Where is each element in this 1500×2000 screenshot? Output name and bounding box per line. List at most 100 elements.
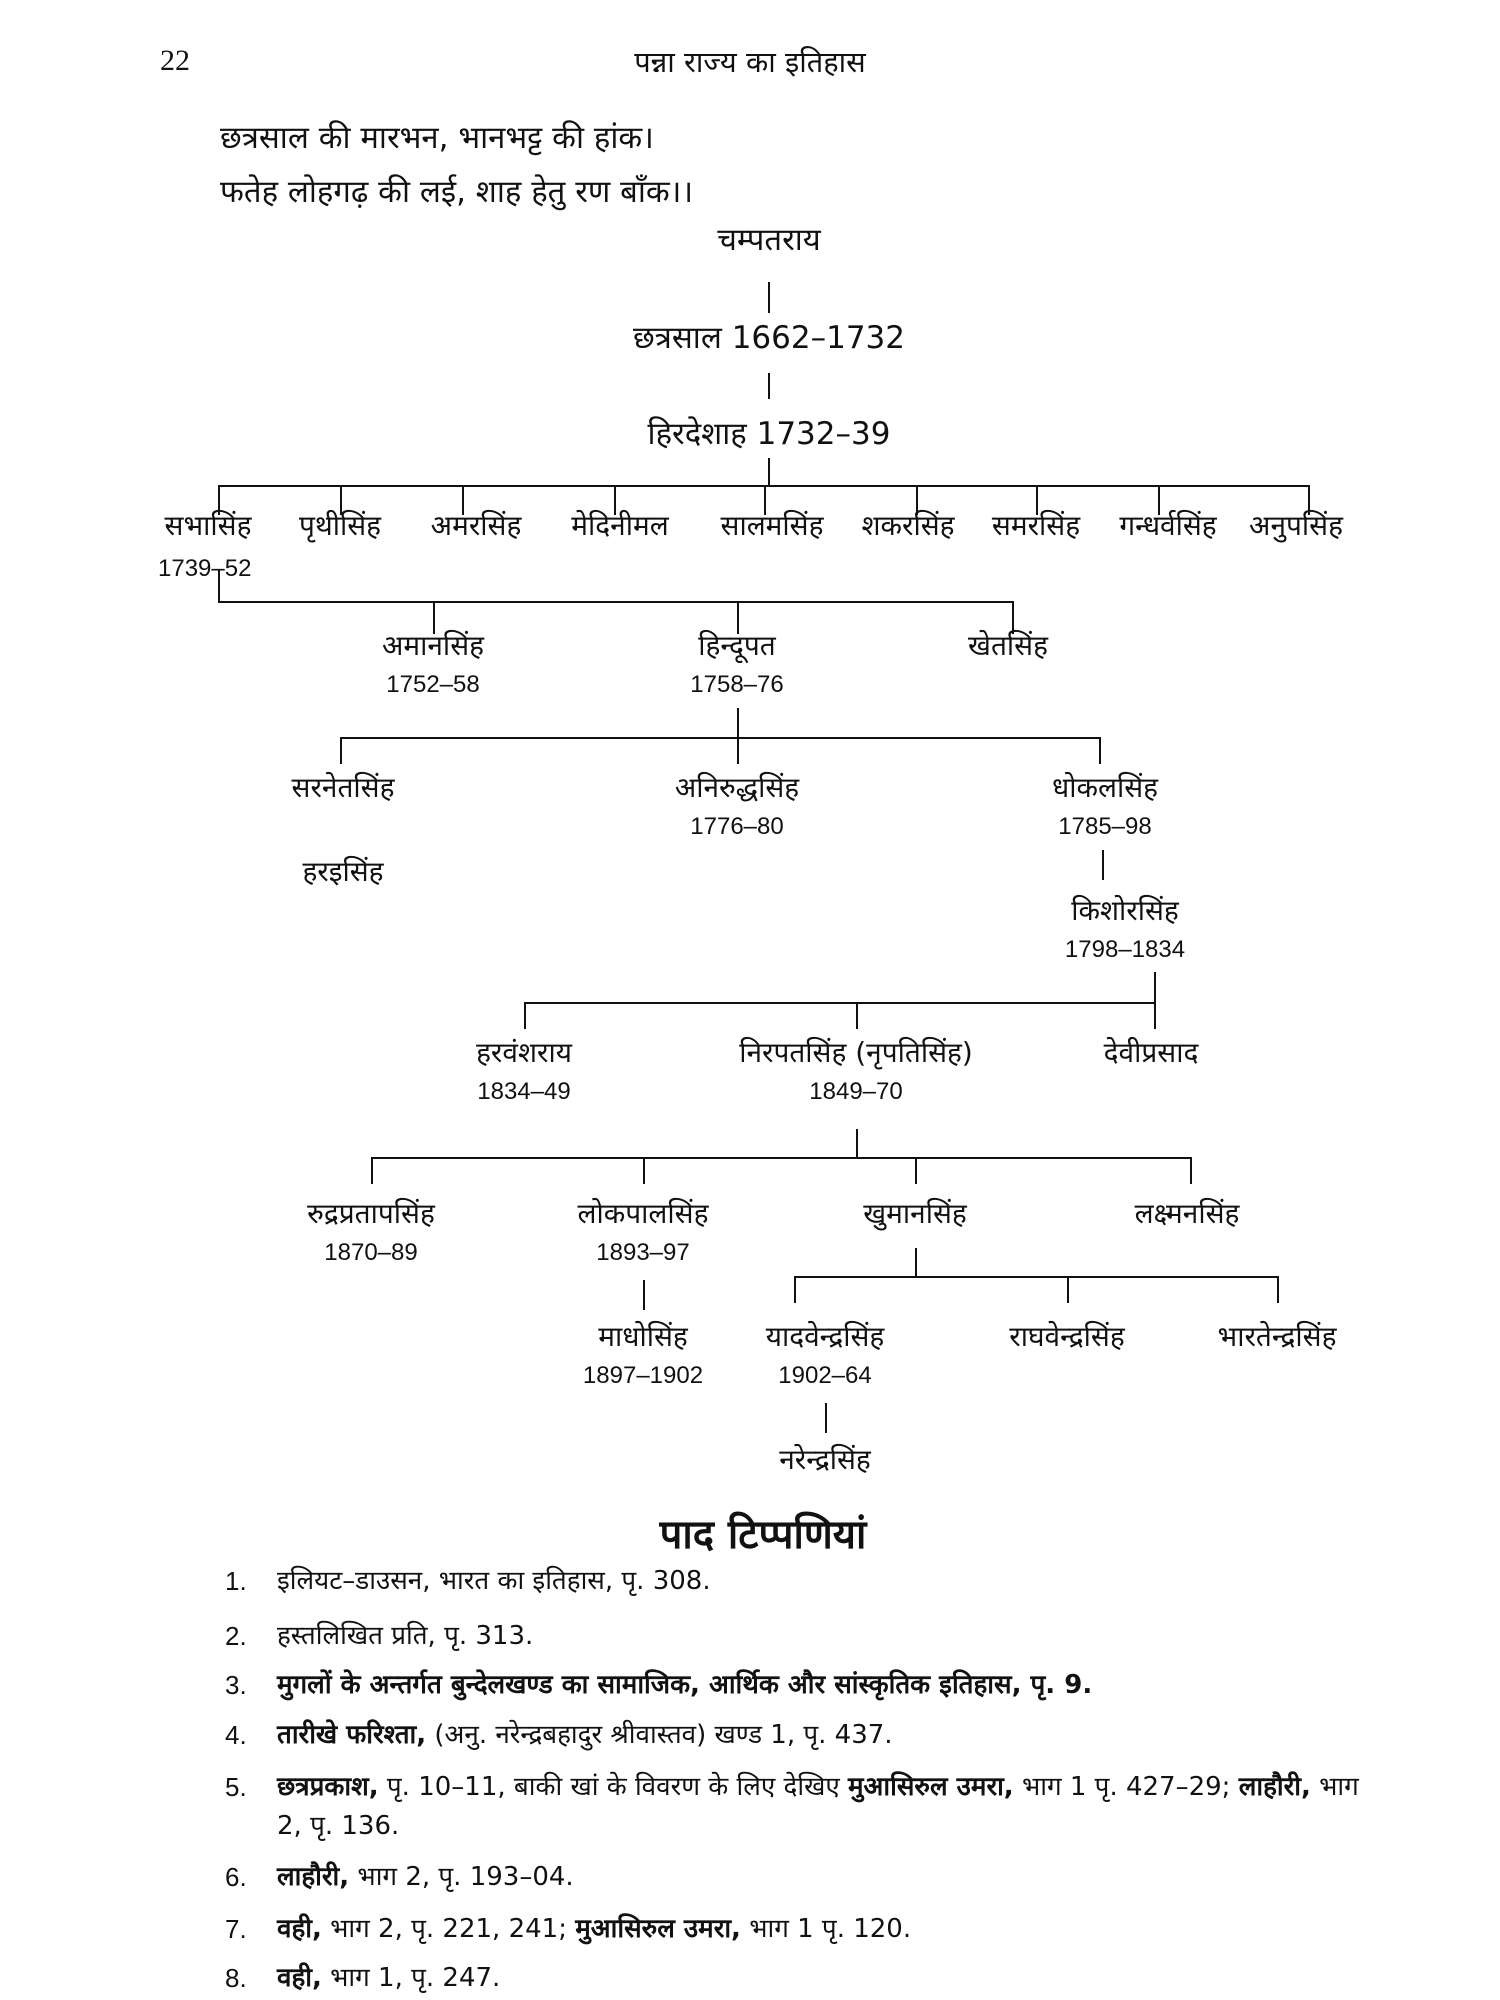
footnote-number: 2.: [225, 1621, 247, 1651]
footnotes-heading: पाद टिप्पणियां: [659, 1512, 867, 1558]
connector-line: [915, 1248, 917, 1276]
node-name: देवीप्रसाद: [1103, 1036, 1199, 1069]
connector-line: [768, 373, 770, 399]
tree-node: देवीप्रसाद: [1104, 1035, 1199, 1071]
node-name: खुमानसिंह: [863, 1197, 967, 1230]
tree-node: गन्धर्वसिंह: [1119, 508, 1216, 544]
node-name: सालमसिंह: [720, 509, 824, 542]
connector-line: [1036, 485, 1038, 515]
connector-line: [737, 601, 739, 634]
footnote-number: 8.: [225, 1963, 247, 1993]
node-name: सरनेतसिंह: [291, 771, 395, 804]
node-name: हिन्दूपत: [698, 629, 776, 662]
node-name: चम्पतराय: [717, 222, 821, 258]
tree-node: अमरसिंह: [431, 508, 522, 544]
connector-line: [643, 1280, 645, 1310]
node-name: अमरसिंह: [430, 509, 522, 542]
footnote-item: 2. हस्तलिखित प्रति, पृ. 313.: [225, 1617, 1385, 1656]
connector-line: [794, 1276, 796, 1303]
node-dates: 1893–97: [596, 1239, 690, 1266]
footnote-segment: इलियट–डाउसन, भारत का इतिहास, पृ. 308.: [277, 1566, 711, 1596]
footnote-item: 6.लाहौरी, भाग 2, पृ. 193–04.: [225, 1858, 1385, 1897]
footnote-segment: भाग 2, पृ. 136.: [277, 1772, 1359, 1841]
connector-line: [643, 1157, 645, 1184]
connector-line: [340, 737, 1100, 739]
connector-line: [1154, 1002, 1156, 1029]
connector-line: [340, 485, 342, 515]
tree-node: छत्रसाल 1662–1732: [633, 320, 905, 356]
footnote-number: 1.: [225, 1566, 247, 1596]
tree-node: अमानसिंह 1752–58: [382, 628, 484, 700]
tree-node: खुमानसिंह: [863, 1196, 967, 1232]
node-name: हरवंशराय: [476, 1036, 572, 1069]
connector-line: [218, 570, 220, 602]
footnote-item: 5.छत्रप्रकाश, पृ. 10–11, बाकी खां के विव…: [225, 1768, 1385, 1846]
footnote-segment: भाग 1, पृ. 247.: [321, 1963, 501, 1993]
node-dates: 1752–58: [386, 671, 480, 698]
footnote-text: लाहौरी, भाग 2, पृ. 193–04.: [277, 1858, 1385, 1897]
tree-node: लक्ष्मनसिंह: [1135, 1196, 1240, 1232]
node-name: मेदिनीमल: [571, 509, 669, 542]
node-dates: 1902–64: [778, 1362, 872, 1389]
connector-line: [915, 1157, 917, 1184]
footnote-segment: वही,: [277, 1963, 322, 1993]
tree-node: भारतेन्द्रसिंह: [1218, 1319, 1337, 1355]
node-dates: 1785–98: [1058, 813, 1152, 840]
footnote-segment: लाहौरी,: [1238, 1772, 1311, 1802]
connector-line: [1099, 737, 1101, 764]
node-name: यादवेन्द्रसिंह: [765, 1320, 885, 1353]
tree-node: यादवेन्द्रसिंह 1902–64: [766, 1319, 885, 1391]
tree-node: चम्पतराय: [717, 222, 821, 258]
tree-node: मेदिनीमल: [571, 508, 668, 544]
connector-line: [218, 485, 220, 515]
node-dates: 1897–1902: [582, 1362, 704, 1389]
connector-line: [462, 485, 464, 515]
footnote-item: 4.तारीखे फरिश्ता, (अनु. नरेन्द्रबहादुर श…: [225, 1716, 1385, 1755]
tree-node: अनिरुद्धसिंह 1776–80: [675, 770, 799, 842]
node-dates: 1870–89: [324, 1239, 418, 1266]
footnote-segment: भाग 2, पृ. 193–04.: [349, 1862, 574, 1892]
node-name: पृथीसिंह: [298, 509, 382, 542]
verse-line: फतेह लोहगढ़ की लई, शाह हेतु रण बाँक।।: [220, 174, 694, 210]
tree-node: राघवेन्द्रसिंह: [1009, 1319, 1124, 1355]
connector-line: [768, 282, 770, 313]
node-name: अनिरुद्धसिंह: [674, 771, 800, 804]
node-dates: 1739–52: [158, 555, 252, 582]
node-name: गन्धर्वसिंह: [1119, 509, 1217, 542]
connector-line: [1154, 972, 1156, 1003]
connector-line: [1158, 485, 1160, 515]
node-name: अमानसिंह: [382, 629, 484, 662]
connector-line: [614, 485, 616, 515]
footnote-item: 8. वही, भाग 1, पृ. 247.: [225, 1959, 1385, 1998]
connector-line: [1277, 1276, 1279, 1303]
node-name: शकरसिंह: [861, 509, 955, 542]
tree-node: पृथीसिंह: [299, 508, 381, 544]
node-name: हिरदेशाह 1732–39: [647, 416, 891, 452]
tree-node: अनुपसिंह: [1249, 508, 1343, 544]
node-name: खेतसिंह: [968, 629, 1048, 662]
footnote-segment: भाग 1 पृ. 427–29;: [1013, 1772, 1239, 1802]
tree-node: सभासिंह: [165, 508, 252, 544]
footnote-number: 4.: [225, 1720, 247, 1750]
tree-node: सालमसिंह: [721, 508, 824, 544]
footnote-segment: छत्रप्रकाश,: [277, 1772, 379, 1802]
footnote-segment: मुगलों के अन्तर्गत बुन्देलखण्ड का सामाजि…: [277, 1670, 1093, 1700]
footnote-text: छत्रप्रकाश, पृ. 10–11, बाकी खां के विवरण…: [277, 1768, 1385, 1846]
tree-node: शकरसिंह: [861, 508, 954, 544]
footnote-segment: पृ. 10–11, बाकी खां के विवरण के लिए देखि…: [378, 1772, 848, 1802]
tree-node: माधोसिंह 1897–1902: [583, 1319, 703, 1391]
footnote-text: हस्तलिखित प्रति, पृ. 313.: [277, 1617, 1385, 1656]
connector-line: [737, 708, 739, 738]
node-name: लक्ष्मनसिंह: [1134, 1197, 1240, 1230]
node-name: सभासिंह: [164, 509, 252, 542]
node-name: माधोसिंह: [598, 1320, 688, 1353]
node-dates: 1776–80: [690, 813, 784, 840]
connector-line: [524, 1002, 526, 1029]
node-name: भारतेन्द्रसिंह: [1217, 1320, 1337, 1353]
node-dates: 1849–70: [809, 1078, 903, 1105]
connector-line: [737, 737, 739, 764]
